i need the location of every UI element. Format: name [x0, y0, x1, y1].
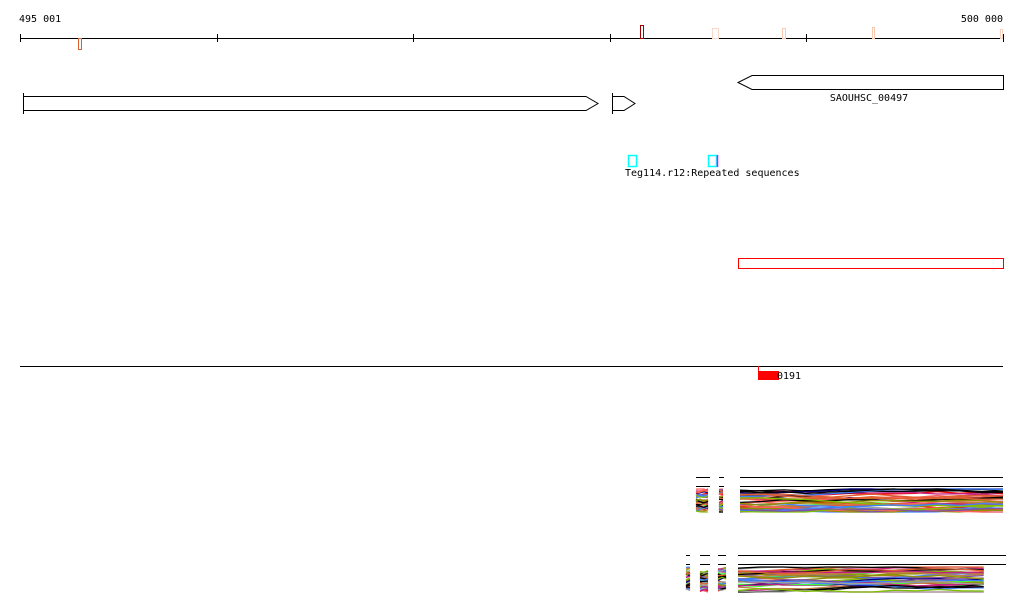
plot-line	[699, 578, 709, 581]
plot-line	[739, 502, 1004, 513]
plot-line	[737, 566, 984, 572]
plot-line	[739, 499, 1004, 506]
red-feature[interactable]	[758, 371, 779, 380]
ruler-start-label: 495 001	[19, 14, 61, 25]
variant-marker[interactable]	[782, 28, 786, 39]
plot-line	[685, 579, 691, 583]
plot-line	[740, 493, 1004, 500]
plot-line	[695, 508, 709, 511]
plot-line	[695, 488, 709, 492]
plot-line	[699, 580, 709, 583]
ruler-ticks	[20, 34, 1004, 42]
plot-line	[685, 588, 691, 592]
plot-line	[695, 510, 708, 513]
plot-line	[685, 577, 691, 581]
plot-line	[717, 583, 727, 587]
plot-line	[695, 499, 709, 504]
plot-line	[718, 489, 724, 493]
feature-label: 0191	[777, 371, 801, 382]
gene-arrow-reverse[interactable]	[736, 75, 1004, 90]
plot-line	[699, 570, 709, 573]
repeat-label: Teg114.r12:Repeated sequences	[625, 168, 800, 179]
gene-track: SAOUHSC_00497	[23, 75, 1004, 114]
repeat-feature[interactable]	[707, 154, 718, 168]
region-feature[interactable]	[738, 258, 1004, 269]
variant-marker[interactable]	[640, 25, 644, 39]
plot-line	[695, 494, 709, 499]
plot-line	[739, 507, 1004, 513]
plot-line	[739, 488, 1004, 495]
plot-line	[718, 493, 724, 497]
plot-line	[699, 572, 709, 578]
plot-line	[717, 588, 727, 591]
plot-line	[718, 500, 724, 504]
plot-line	[717, 576, 727, 580]
gene-arrow-forward[interactable]	[23, 96, 599, 111]
gene-arrow-forward-small[interactable]	[612, 96, 636, 111]
plot-line	[718, 492, 724, 495]
plot-line	[718, 488, 724, 491]
alignment-coverage-plots	[685, 477, 1006, 593]
repeat-track: Teg114.r12:Repeated sequences	[625, 154, 800, 179]
plot-line	[695, 498, 709, 502]
variant-marker[interactable]	[1000, 29, 1003, 39]
gene-label: SAOUHSC_00497	[830, 93, 908, 104]
plot-line	[739, 493, 1004, 501]
plot-line	[737, 570, 984, 574]
position-ruler: 495 001 500 000	[19, 14, 1004, 50]
plot-line	[738, 580, 984, 586]
variant-marker[interactable]	[78, 38, 82, 50]
plot-line	[699, 584, 709, 587]
plot-line	[717, 586, 727, 590]
plot-line	[718, 502, 724, 506]
plot-line	[685, 567, 691, 570]
plot-line	[685, 584, 691, 588]
plot-line	[695, 494, 709, 499]
plot-line	[717, 582, 727, 585]
repeat-feature[interactable]	[627, 154, 638, 168]
plot-line	[737, 578, 984, 590]
plot-line	[737, 585, 984, 593]
plot-line	[718, 495, 724, 498]
plot-line	[685, 575, 691, 579]
plot-line	[717, 572, 727, 575]
plot-line	[718, 508, 724, 512]
plot-line	[685, 583, 691, 587]
plot-line	[699, 586, 709, 589]
plot-line	[717, 574, 727, 577]
plot-line	[717, 568, 727, 573]
plot-line	[695, 489, 709, 493]
variant-marker[interactable]	[712, 28, 719, 39]
variant-marker[interactable]	[872, 27, 875, 39]
plot-line	[718, 503, 724, 507]
plot-line	[717, 581, 727, 584]
ruler-end-label: 500 000	[961, 14, 1003, 25]
plot-line	[695, 503, 709, 508]
plot-line	[737, 587, 984, 593]
plot-line	[737, 567, 984, 575]
plot-line	[699, 588, 709, 592]
plot-line	[737, 574, 984, 580]
